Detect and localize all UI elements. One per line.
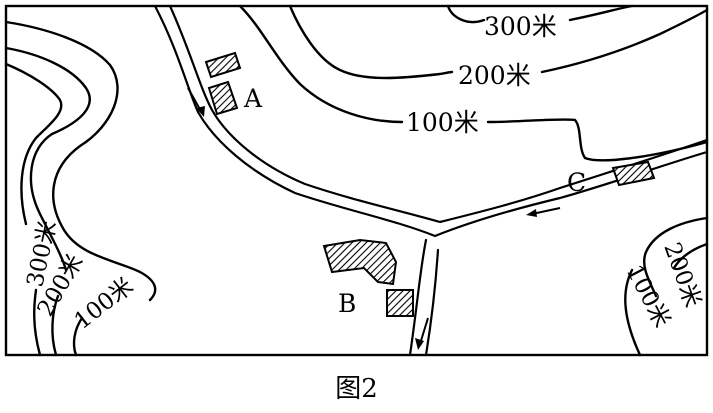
map-frame bbox=[4, 4, 709, 357]
label-contour-200-top: 200米 bbox=[458, 61, 531, 90]
contour-left-middle bbox=[4, 46, 91, 272]
contour-300-top-east bbox=[568, 4, 634, 22]
contour-300-top bbox=[446, 4, 486, 24]
contour-100-top bbox=[238, 4, 404, 124]
contour-200-top-east bbox=[540, 8, 709, 74]
contour-right-outer bbox=[642, 216, 709, 298]
label-contour-100-top: 100米 bbox=[406, 108, 479, 137]
river-east-bank bbox=[168, 4, 709, 224]
contour-left-bottom-1 bbox=[33, 288, 42, 357]
label-settlement-a: A bbox=[243, 84, 263, 113]
settlement-c bbox=[611, 160, 656, 187]
contour-left-inner bbox=[4, 62, 63, 226]
settlement-b-2 bbox=[386, 289, 414, 317]
contour-left-bottom-3 bbox=[72, 316, 84, 357]
river-west-bank bbox=[153, 4, 709, 238]
contour-100-top-east bbox=[486, 118, 709, 162]
label-settlement-b: B bbox=[338, 289, 356, 318]
flow-arrow-icon bbox=[526, 207, 561, 217]
label-settlement-c: C bbox=[567, 168, 586, 197]
settlement-b-1 bbox=[322, 238, 398, 286]
figure-caption: 图2 bbox=[335, 374, 378, 404]
flow-arrow-icon bbox=[187, 87, 205, 117]
label-contour-100-left: 100米 bbox=[70, 273, 139, 335]
contour-left-bottom-2 bbox=[51, 294, 60, 357]
river-south-branch bbox=[408, 238, 428, 357]
flow-arrow-icon bbox=[415, 317, 429, 350]
contour-right-lower bbox=[624, 268, 642, 357]
contour-right-inner bbox=[672, 242, 709, 270]
contour-left-outer bbox=[4, 20, 157, 302]
contour-200-top bbox=[288, 4, 454, 80]
settlement-a-1 bbox=[204, 51, 242, 79]
river-south-branch-2 bbox=[424, 248, 440, 357]
label-contour-300-top: 300米 bbox=[484, 12, 557, 41]
settlement-a-2 bbox=[207, 80, 239, 116]
